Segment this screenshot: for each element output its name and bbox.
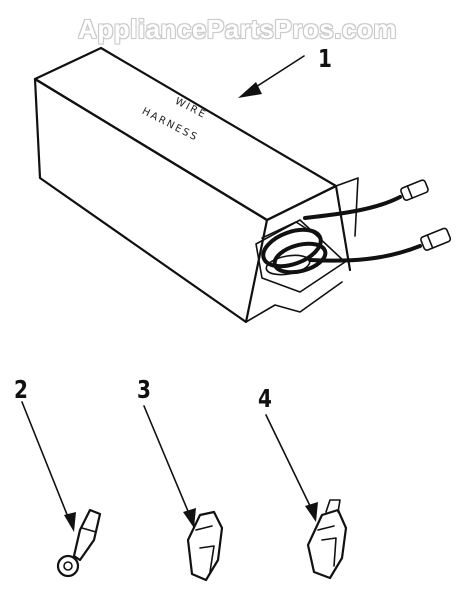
wire-harness-box-icon (33, 46, 452, 324)
callout-3: 3 (137, 374, 151, 404)
female-quick-connect-terminal-icon (265, 414, 348, 580)
callout-2: 2 (14, 374, 28, 404)
callout-1: 1 (318, 43, 332, 73)
spade-terminal-icon (143, 405, 224, 582)
ring-terminal-icon (21, 401, 102, 578)
watermark: AppliancePartsPros.com (78, 14, 397, 44)
callout-4: 4 (258, 383, 272, 413)
